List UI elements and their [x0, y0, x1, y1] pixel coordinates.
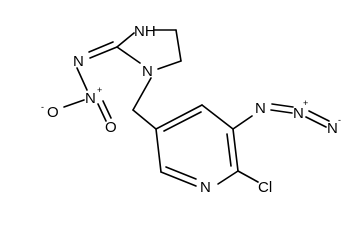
bond-c6-cl — [237, 170, 259, 183]
bond-ch2-right-ring-n — [157, 60, 182, 70]
bond-c2-imine-n-2 — [88, 41, 114, 53]
bond-ring-n-c2 — [116, 46, 141, 64]
atom-o-right: O — [105, 119, 117, 136]
atom-imine-n: N — [73, 53, 84, 70]
bond-c3-c4 — [155, 104, 203, 130]
bond-nitro-n-o-minus — [63, 99, 85, 108]
bond-azide-n2-n3-2 — [308, 110, 330, 122]
bond-nitro-n-o-double-2 — [102, 100, 112, 119]
atom-ring-n: N — [142, 63, 153, 80]
bond-c2-nh — [116, 32, 135, 48]
atom-cl: Cl — [258, 179, 272, 196]
azide-n3-minus-charge: - — [338, 115, 341, 125]
atom-o-minus-left: O — [47, 104, 59, 121]
nitro-n-plus-charge: + — [97, 85, 102, 95]
bond-ch2-top-ch2-right — [175, 29, 182, 62]
azide-n2-plus-charge: + — [303, 98, 308, 108]
bond-pyridine-n-c2-inner — [165, 166, 197, 180]
atom-nitro-n: N — [85, 90, 96, 107]
bond-c2-imine-n-1 — [89, 46, 118, 59]
atom-nh: NH — [134, 23, 156, 40]
bond-c4-c5 — [201, 104, 234, 130]
bond-c3-c4-inner — [163, 111, 202, 132]
atom-azide-n2: N — [293, 105, 304, 122]
bond-ring-n-ch2 — [132, 77, 152, 111]
bond-azide-n1-n2-1 — [270, 109, 293, 114]
bond-pyridine-n-c2 — [160, 171, 197, 187]
bond-nitro-n-o-double-1 — [97, 103, 107, 122]
chemical-structure-diagram: NH N N N + - O O N Cl N N + N - — [41, 23, 341, 196]
atom-azide-n3: N — [327, 120, 338, 137]
o-minus-left-charge: - — [41, 102, 44, 112]
bond-c5-c6 — [232, 128, 239, 172]
bond-azide-n1-n2-2 — [271, 103, 294, 108]
atom-pyridine-n: N — [200, 179, 211, 196]
bond-c5-c6-inner — [226, 133, 232, 167]
bond-c5-azide — [232, 115, 253, 130]
bond-c2-c3 — [155, 128, 162, 173]
bond-ch2-pyridine-c3 — [132, 109, 157, 130]
bond-azide-n2-n3-1 — [305, 116, 327, 128]
bond-imine-n-nitro-n — [76, 67, 88, 91]
atom-azide-n1: N — [255, 100, 266, 117]
bond-c6-pyridine-n — [217, 170, 239, 185]
